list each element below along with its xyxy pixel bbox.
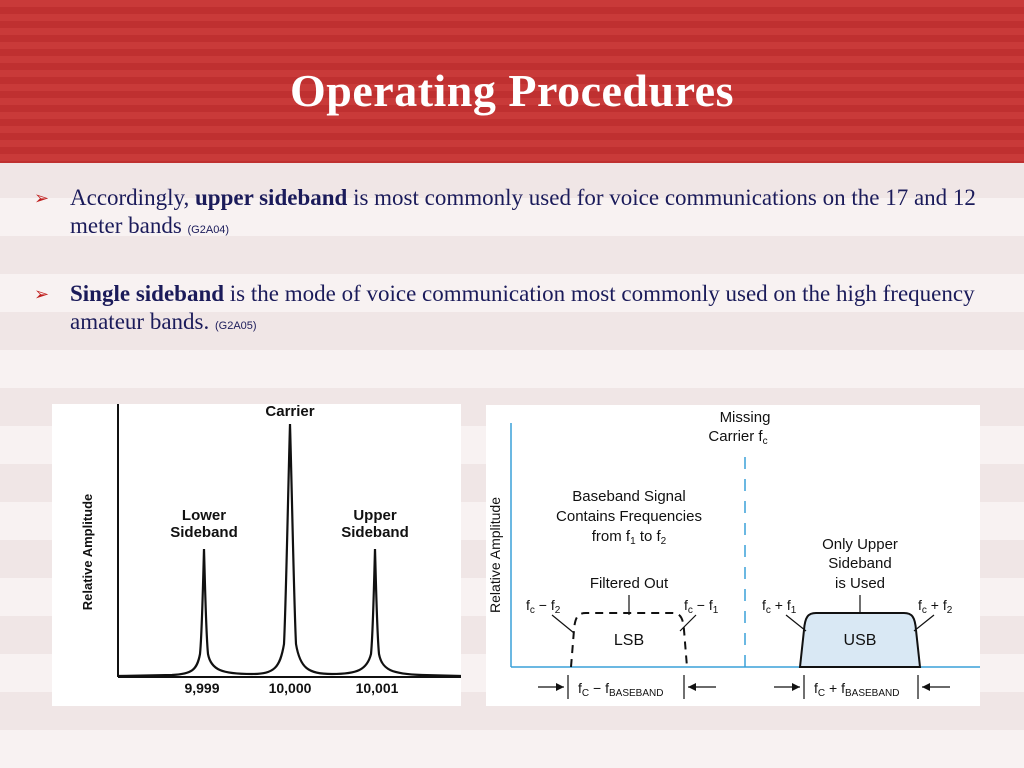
sideband-spectrum-figure: Relative Amplitude Lower Sideband Carrie… xyxy=(52,403,462,706)
lower-sideband-label-l1: Lower xyxy=(182,507,226,524)
bullet-1: ➢ Accordingly, upper sideband is most co… xyxy=(34,184,984,244)
right-bracket-arrowhead-left xyxy=(792,683,800,691)
tick-10001: 10,001 xyxy=(356,680,399,696)
spectrum-curve xyxy=(117,423,462,678)
bullet-2-text: Single sideband is the mode of voice com… xyxy=(70,281,975,334)
tick-10000: 10,000 xyxy=(269,680,312,696)
fc-plus-fbaseband-label: fC + fBASEBAND xyxy=(814,680,899,699)
bullet-2: ➢ Single sideband is the mode of voice c… xyxy=(34,280,984,340)
missing-label-l1: Missing xyxy=(720,409,771,426)
bullet-arrow-icon: ➢ xyxy=(34,284,50,305)
only-upper-l3: is Used xyxy=(835,575,885,592)
fc-plus-f1-label: fc + f1 xyxy=(762,597,797,616)
ssb-diagram-figure: Relative Amplitude Missing Carrier fc Ba… xyxy=(486,405,980,706)
bullet-arrow-icon: ➢ xyxy=(34,188,50,209)
baseband-l3: from f1 to f2 xyxy=(592,528,667,547)
only-upper-l2: Sideband xyxy=(828,555,891,572)
lower-sideband-label-l2: Sideband xyxy=(170,524,238,541)
left-bracket-arrowhead-right xyxy=(688,683,696,691)
title-banner: Operating Procedures xyxy=(0,0,1024,163)
fc-minus-f2-pointer xyxy=(551,614,575,634)
right-ylabel: Relative Amplitude xyxy=(487,497,503,613)
fc-minus-f2-label: fc − f2 xyxy=(526,597,561,616)
fc-minus-fbaseband-label: fC − fBASEBAND xyxy=(578,680,663,699)
baseband-l1: Baseband Signal xyxy=(572,488,685,505)
spectrum-plot: Relative Amplitude Lower Sideband Carrie… xyxy=(80,403,462,696)
upper-sideband-label-l1: Upper xyxy=(353,507,397,524)
fc-plus-f2-pointer xyxy=(913,614,935,632)
lsb-label: LSB xyxy=(614,632,644,649)
fc-minus-f1-pointer xyxy=(679,614,697,632)
left-ylabel: Relative Amplitude xyxy=(80,494,95,611)
missing-label-l2: Carrier fc xyxy=(708,428,767,447)
left-bracket-arrowhead-left xyxy=(556,683,564,691)
only-upper-l1: Only Upper xyxy=(822,536,898,553)
bullet-1-text: Accordingly, upper sideband is most comm… xyxy=(70,185,976,238)
lsb-dashed-outline xyxy=(570,612,688,668)
right-bracket-arrowhead-right xyxy=(922,683,930,691)
ssb-diagram: Relative Amplitude Missing Carrier fc Ba… xyxy=(487,409,980,699)
fc-minus-f1-label: fc − f1 xyxy=(684,597,719,616)
upper-sideband-label-l2: Sideband xyxy=(341,524,409,541)
usb-filled-shape xyxy=(798,612,922,668)
carrier-label: Carrier xyxy=(265,404,314,420)
slide-title: Operating Procedures xyxy=(290,65,734,116)
baseband-l2: Contains Frequencies xyxy=(556,508,702,525)
fc-plus-f2-label: fc + f2 xyxy=(918,597,953,616)
filtered-out-label: Filtered Out xyxy=(590,575,669,592)
usb-label: USB xyxy=(844,632,877,649)
tick-9999: 9,999 xyxy=(184,680,219,696)
fc-plus-f1-pointer xyxy=(785,614,807,632)
